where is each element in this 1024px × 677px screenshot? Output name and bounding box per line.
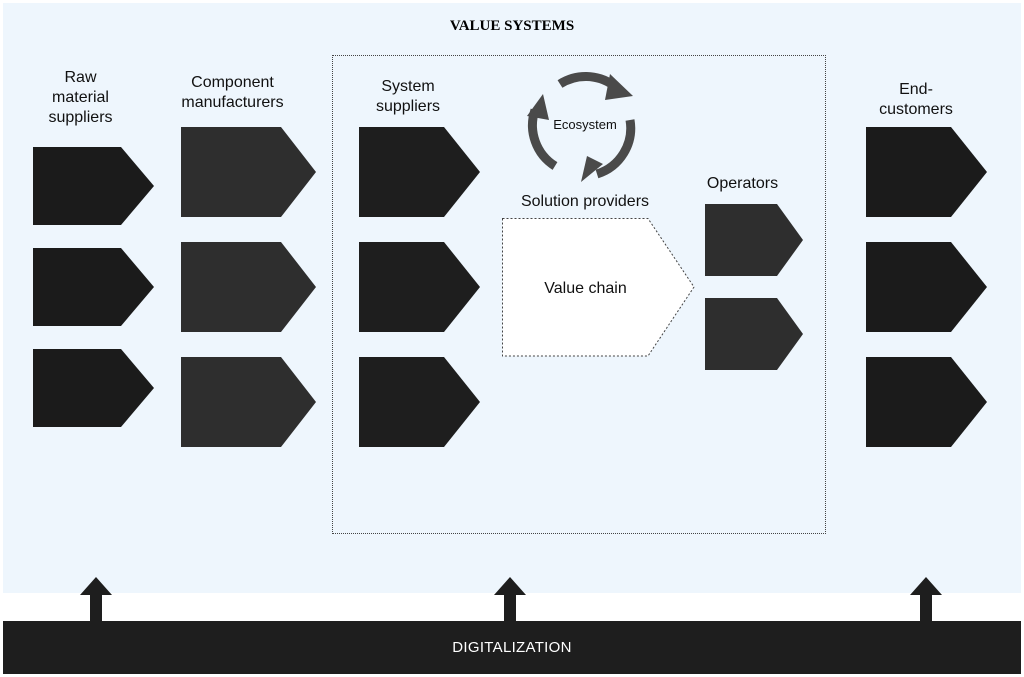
label-operators: Operators — [706, 175, 779, 192]
ecosystem-cycle-icon — [527, 72, 636, 182]
label-raw-material-suppliers: Raw material suppliers — [48, 69, 113, 126]
up-arrow-icon — [80, 577, 112, 623]
ecosystem-label: Ecosystem — [553, 117, 617, 132]
operator-arrow — [705, 204, 803, 276]
raw-material-arrow — [33, 248, 154, 326]
raw-material-arrow — [33, 147, 154, 225]
component-manufacturer-arrow — [181, 127, 316, 217]
end-customer-arrow — [866, 357, 987, 447]
label-end-customers: End- customers — [879, 81, 953, 118]
raw-material-arrow — [33, 349, 154, 427]
label-component-manufacturers: Component manufacturers — [181, 74, 284, 111]
component-manufacturer-arrow — [181, 242, 316, 332]
value-chain-label: Value chain — [544, 280, 627, 297]
system-supplier-arrow — [359, 357, 480, 447]
system-supplier-arrow — [359, 127, 480, 217]
label-system-suppliers: System suppliers — [375, 78, 441, 115]
digitalization-label: DIGITALIZATION — [452, 639, 572, 656]
end-customer-arrow — [866, 242, 987, 332]
end-customer-arrow — [866, 127, 987, 217]
digitalization-bar: DIGITALIZATION — [3, 621, 1021, 674]
label-solution-providers: Solution providers — [520, 193, 650, 210]
value-chain-arrow — [502, 218, 695, 357]
system-supplier-arrow — [359, 242, 480, 332]
up-arrow-icon — [494, 577, 526, 623]
value-system-boundary — [332, 55, 826, 534]
component-manufacturer-arrow — [181, 357, 316, 447]
diagram-title: VALUE SYSTEMS — [449, 18, 575, 34]
up-arrow-icon — [910, 577, 942, 623]
operator-arrow — [705, 298, 803, 370]
